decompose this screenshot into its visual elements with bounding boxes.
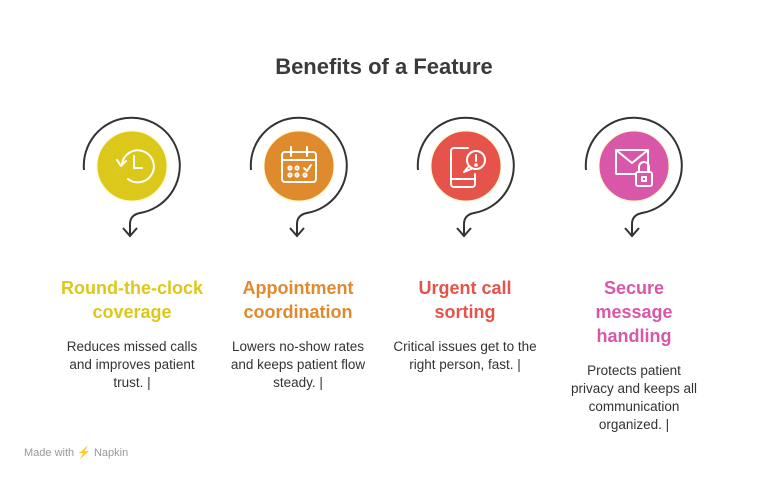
- step-4: Secure message handling Protects patient…: [559, 276, 709, 434]
- step-3-graphic: [416, 116, 515, 238]
- cycle-arrow: [416, 116, 515, 236]
- step-1-graphic: [82, 116, 181, 238]
- step-4-graphic: [584, 116, 683, 238]
- step-4-desc: Protects patient privacy and keeps all c…: [570, 363, 698, 432]
- arrow-head-icon: [289, 227, 305, 238]
- page-title: Benefits of a Feature: [275, 54, 493, 79]
- arrow-head-icon: [122, 227, 138, 238]
- mail-lock-icon: [615, 149, 653, 187]
- icon-circle: [598, 130, 670, 202]
- cycle-arrow: [584, 116, 683, 236]
- cycle-arrow: [249, 116, 348, 236]
- step-3-desc: Critical issues get to the right person,…: [393, 339, 537, 372]
- step-4-title: Secure message handling: [595, 278, 673, 346]
- icon-circle: [263, 130, 335, 202]
- step-3-title: Urgent call sorting: [418, 278, 512, 322]
- step-1-title: Round-the-clock coverage: [61, 278, 203, 322]
- step-2: Appointment coordination Lowers no-show …: [223, 276, 373, 392]
- cycle-arrow: [82, 116, 181, 236]
- step-2-desc: Lowers no-show rates and keeps patient f…: [230, 339, 366, 390]
- footer-branding: Made with ⚡ Napkin: [24, 447, 129, 459]
- step-2-graphic: [249, 116, 348, 238]
- arrow-head-icon: [456, 227, 472, 238]
- arrow-head-icon: [624, 227, 640, 238]
- step-1-desc: Reduces missed calls and improves patien…: [66, 339, 198, 390]
- icon-circle: [430, 130, 502, 202]
- step-2-title: Appointment coordination: [242, 278, 354, 322]
- history-clock-icon: [116, 149, 155, 184]
- phone-alert-icon: [450, 147, 486, 188]
- step-1: Round-the-clock coverage Reduces missed …: [57, 276, 207, 392]
- step-3: Urgent call sorting Critical issues get …: [390, 276, 540, 374]
- icon-circle: [96, 130, 168, 202]
- calendar-icon: [281, 146, 317, 183]
